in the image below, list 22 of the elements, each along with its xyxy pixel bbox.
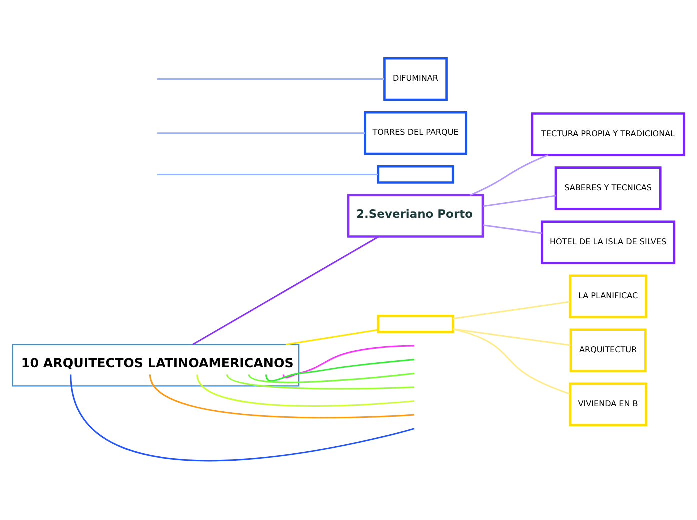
connector bbox=[157, 174, 378, 176]
connector bbox=[266, 359, 415, 382]
connector bbox=[453, 328, 571, 346]
connector bbox=[157, 78, 384, 80]
node-box bbox=[377, 314, 454, 334]
connector bbox=[483, 195, 556, 208]
connector bbox=[453, 328, 570, 395]
connector bbox=[157, 132, 366, 134]
node-box bbox=[377, 166, 454, 184]
connector bbox=[470, 154, 548, 196]
node-box: 2.Severiano Porto bbox=[347, 194, 484, 238]
connector bbox=[70, 374, 415, 462]
connector bbox=[453, 301, 570, 320]
connector bbox=[196, 374, 414, 407]
connector bbox=[226, 374, 414, 390]
connector bbox=[150, 374, 414, 419]
connector bbox=[192, 236, 380, 346]
node-box: 10 ARQUITECTOS LATINOAMERICANOS bbox=[12, 344, 300, 387]
connector bbox=[248, 372, 415, 384]
connector bbox=[282, 345, 414, 379]
connector bbox=[483, 224, 542, 234]
connector bbox=[286, 329, 378, 346]
